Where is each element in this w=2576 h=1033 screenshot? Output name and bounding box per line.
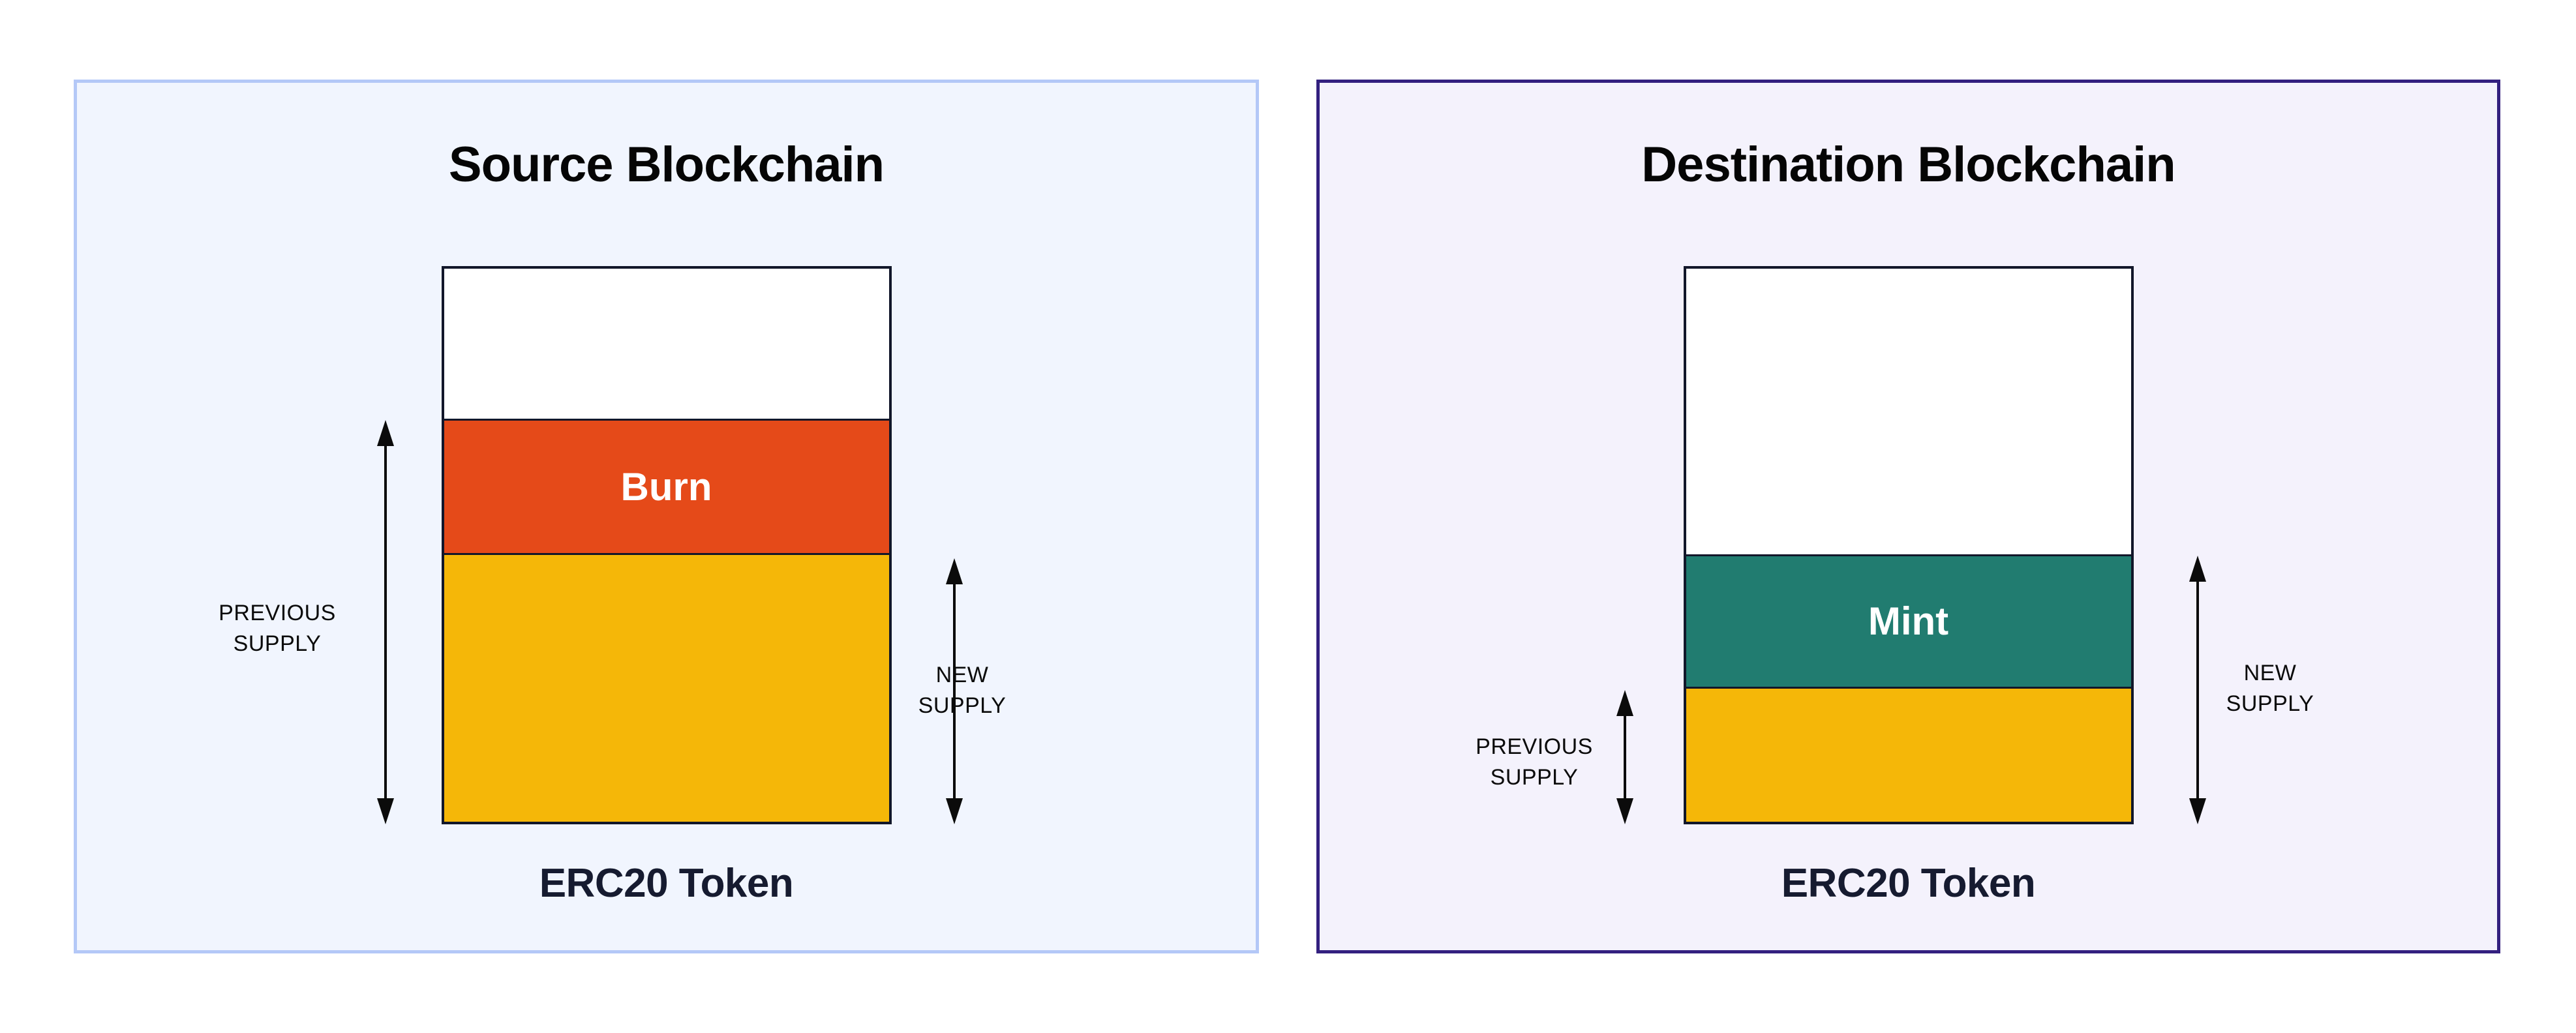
arrowhead-down-icon xyxy=(946,798,963,824)
burn-section-label: Burn xyxy=(620,464,712,509)
source-token-supply-bar: Burn xyxy=(441,266,892,824)
destination-previous-supply-arrow xyxy=(1616,690,1633,824)
destination-panel-title: Destination Blockchain xyxy=(1641,137,2175,192)
empty-supply-section xyxy=(1686,269,2131,556)
mint-section-label: Mint xyxy=(1868,599,1949,644)
arrowhead-down-icon xyxy=(377,798,394,824)
source-blockchain-panel: Source Blockchain Burn PREVIOUS SUPPLY N… xyxy=(74,80,1259,953)
empty-supply-section xyxy=(444,269,889,421)
destination-previous-supply-label: PREVIOUS SUPPLY xyxy=(1476,734,1593,790)
arrow-line xyxy=(1624,711,1626,803)
destination-new-supply-arrow xyxy=(2189,556,2206,824)
source-previous-supply-label: PREVIOUS SUPPLY xyxy=(219,601,336,656)
destination-token-label: ERC20 Token xyxy=(1781,861,2036,906)
source-panel-title: Source Blockchain xyxy=(448,137,885,192)
arrowhead-down-icon xyxy=(1616,798,1633,824)
destination-new-supply-label: NEW SUPPLY xyxy=(2226,661,2314,716)
arrowhead-down-icon xyxy=(2189,798,2206,824)
mint-section: Mint xyxy=(1686,556,2131,689)
source-previous-supply-arrow xyxy=(377,420,394,824)
arrow-line xyxy=(2196,576,2199,803)
source-token-label: ERC20 Token xyxy=(539,861,794,906)
arrow-line xyxy=(953,579,956,803)
source-new-supply-arrow xyxy=(946,558,963,824)
previous-supply-section xyxy=(1686,689,2131,822)
new-supply-section xyxy=(444,555,889,822)
burn-section: Burn xyxy=(444,421,889,556)
source-new-supply-label: NEW SUPPLY xyxy=(918,663,1007,718)
destination-token-supply-bar: Mint xyxy=(1683,266,2134,824)
arrow-line xyxy=(384,441,387,803)
destination-blockchain-panel: Destination Blockchain Mint PREVIOUS SUP… xyxy=(1316,80,2500,953)
